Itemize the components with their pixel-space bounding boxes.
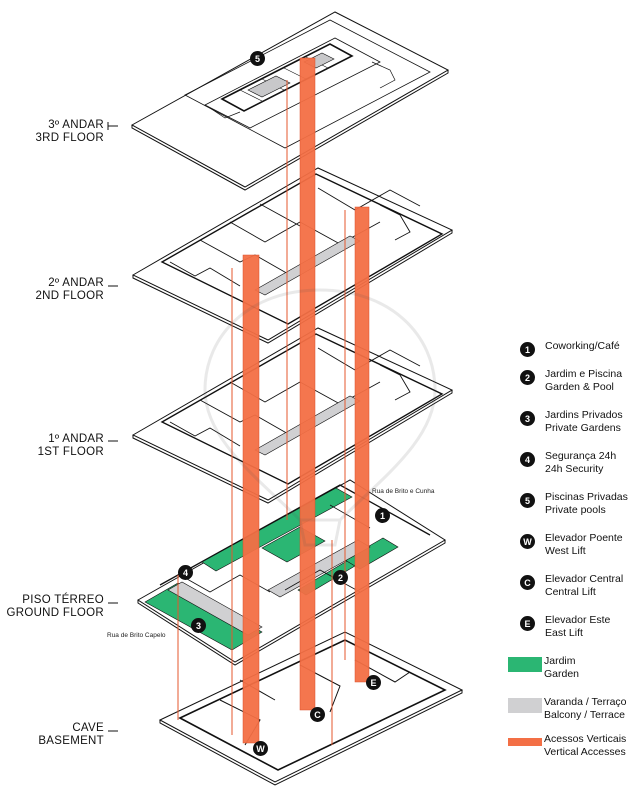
legend-text: Garden & Pool bbox=[545, 381, 614, 393]
floor-label-ground-pt: PISO TÉRREO bbox=[22, 594, 104, 606]
floor-label-ground-en: GROUND FLOOR bbox=[6, 607, 104, 619]
swatch-garden bbox=[508, 657, 542, 672]
swatch-vertical bbox=[508, 738, 542, 746]
floor-leaders bbox=[107, 122, 118, 732]
watermark-balloon bbox=[203, 288, 437, 547]
legend-text: Varanda / Terraço bbox=[544, 696, 627, 708]
floor-label-third-en: 3RD FLOOR bbox=[35, 132, 104, 144]
floor-label-second-en: 2ND FLOOR bbox=[35, 290, 104, 302]
second-floor-plate bbox=[131, 167, 454, 344]
legend-text: Jardim e Piscina bbox=[545, 368, 623, 380]
third-floor-plate bbox=[130, 11, 450, 191]
legend-text: Vertical Accesses bbox=[544, 746, 626, 758]
legend-text: Balcony / Terrace bbox=[544, 709, 625, 721]
central-lift-shaft bbox=[299, 57, 316, 711]
east-lift-shaft bbox=[354, 206, 370, 683]
legend-text: Coworking/Café bbox=[545, 340, 620, 352]
legend-text: Jardins Privados bbox=[545, 409, 623, 421]
legend-text: Elevador Central bbox=[545, 573, 624, 585]
legend-badge-central: C bbox=[520, 575, 535, 590]
legend-text: Acessos Verticais bbox=[544, 733, 627, 745]
legend-badge-west: W bbox=[520, 534, 535, 549]
first-floor-plate bbox=[131, 327, 454, 504]
floor-label-third-pt: 3º ANDAR bbox=[48, 119, 104, 131]
floor-label-first-pt: 1º ANDAR bbox=[48, 433, 104, 445]
legend-text: Jardim bbox=[544, 655, 576, 667]
floor-label-basement-pt: CAVE bbox=[72, 722, 104, 734]
marker-2: 2 bbox=[333, 570, 348, 585]
floor-label-first: 1º ANDAR 1ST FLOOR bbox=[2, 433, 104, 459]
floor-label-third: 3º ANDAR 3RD FLOOR bbox=[2, 119, 104, 145]
marker-1: 1 bbox=[375, 508, 390, 523]
marker-4: 4 bbox=[178, 565, 193, 580]
vertical-accesses bbox=[242, 57, 370, 744]
legend-item-1: 1 Coworking/Café bbox=[520, 340, 620, 357]
leader-lines bbox=[177, 80, 346, 745]
legend-text: West Lift bbox=[545, 545, 586, 557]
marker-west-lift: W bbox=[253, 741, 268, 756]
legend-text: East Lift bbox=[545, 627, 583, 639]
floor-label-first-en: 1ST FLOOR bbox=[37, 446, 104, 458]
legend-badge-5: 5 bbox=[520, 493, 535, 508]
swatch-terrace bbox=[508, 698, 542, 713]
legend-text: Elevador Poente bbox=[545, 532, 623, 544]
legend-badge-1: 1 bbox=[520, 342, 535, 357]
legend-text: Garden bbox=[544, 668, 580, 680]
legend-text: Private pools bbox=[545, 504, 606, 516]
street-label-north: Rua de Brito e Cunha bbox=[372, 488, 435, 495]
legend-text: Central Lift bbox=[545, 586, 596, 598]
street-label-south: Rua de Brito Capelo bbox=[107, 632, 166, 639]
legend-text: 24h Security bbox=[545, 463, 604, 475]
west-lift-shaft bbox=[242, 254, 260, 744]
legend-badge-2: 2 bbox=[520, 370, 535, 385]
floor-label-basement-en: BASEMENT bbox=[38, 735, 104, 747]
floor-label-second: 2º ANDAR 2ND FLOOR bbox=[2, 277, 104, 303]
legend-text: Private Gardens bbox=[545, 422, 621, 434]
marker-5: 5 bbox=[250, 51, 265, 66]
floor-label-second-pt: 2º ANDAR bbox=[48, 277, 104, 289]
legend-badge-4: 4 bbox=[520, 452, 535, 467]
marker-3: 3 bbox=[191, 618, 206, 633]
legend-badge-east: E bbox=[520, 616, 535, 631]
legend-text: Segurança 24h bbox=[545, 450, 617, 462]
legend-badge-3: 3 bbox=[520, 411, 535, 426]
floor-label-ground: PISO TÉRREO GROUND FLOOR bbox=[2, 594, 104, 620]
marker-east-lift: E bbox=[366, 675, 381, 690]
floor-label-basement: CAVE BASEMENT bbox=[2, 722, 104, 748]
legend-text: Piscinas Privadas bbox=[545, 491, 628, 503]
legend-text: Elevador Este bbox=[545, 614, 611, 626]
marker-central-lift: C bbox=[310, 707, 325, 722]
